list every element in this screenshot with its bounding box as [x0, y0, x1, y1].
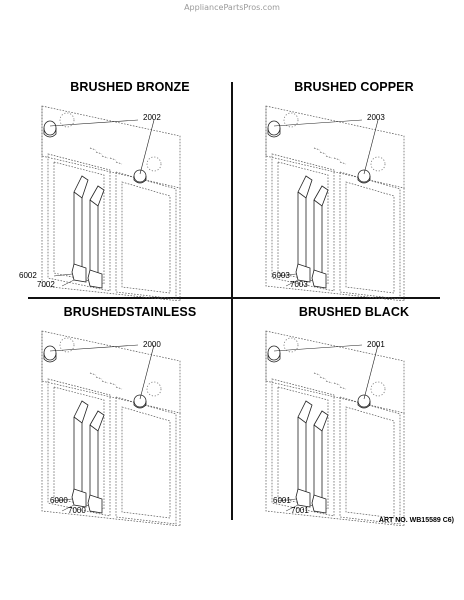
- watermark: AppliancePartsPros.com: [184, 3, 280, 12]
- handle-end-callout: 7000: [68, 506, 86, 515]
- handle-callout: 6003: [272, 271, 290, 280]
- horizontal-divider: [28, 297, 440, 299]
- handle-callout: 6002: [19, 271, 37, 280]
- knob-callout: 2002: [143, 113, 161, 122]
- panel-title: BRUSHED COPPER: [294, 80, 414, 94]
- oven-door-diagram: [41, 330, 181, 526]
- panel-brushed-black: BRUSHED BLACK: [254, 305, 454, 526]
- panel-brushed-copper: BRUSHED COPPER: [254, 80, 454, 301]
- panel-title: BRUSHEDSTAINLESS: [63, 305, 197, 319]
- handle-end-callout: 7001: [291, 506, 309, 515]
- panel-title: BRUSHED BRONZE: [70, 80, 190, 94]
- oven-door-diagram: [265, 330, 405, 526]
- knob-callout: 2001: [367, 340, 385, 349]
- handle-callout: 6001: [273, 496, 291, 505]
- oven-door-diagram: [265, 105, 405, 301]
- vertical-divider: [231, 82, 233, 520]
- handle-callout: 6000: [50, 496, 68, 505]
- panel-brushed-bronze: BRUSHED BRONZE: [19, 80, 230, 301]
- handle-end-callout: 7003: [290, 280, 308, 289]
- knob-callout: 2000: [143, 340, 161, 349]
- art-number: ART NO. WB15589 C6): [378, 517, 454, 524]
- knob-callout: 2003: [367, 113, 385, 122]
- panel-brushed-stainless: BRUSHEDSTAINLESS: [30, 305, 230, 526]
- handle-end-callout: 7002: [37, 280, 55, 289]
- oven-door-diagram: [41, 105, 181, 301]
- panel-title: BRUSHED BLACK: [298, 305, 410, 319]
